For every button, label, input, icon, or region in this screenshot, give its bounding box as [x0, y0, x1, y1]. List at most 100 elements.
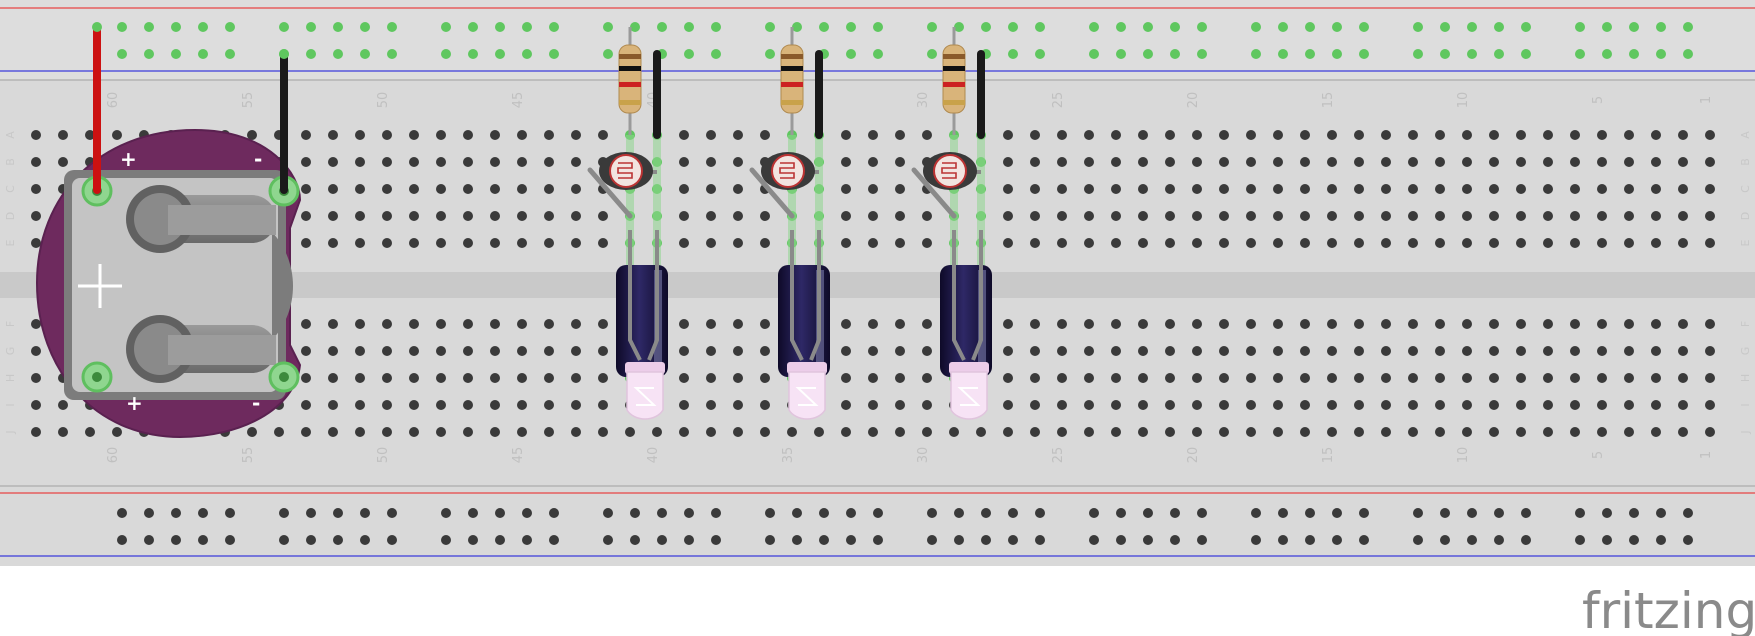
breadboard-hole[interactable]: [1327, 157, 1337, 167]
breadboard-hole[interactable]: [760, 346, 770, 356]
breadboard-hole[interactable]: [1111, 346, 1121, 356]
breadboard-hole[interactable]: [1678, 211, 1688, 221]
breadboard-hole[interactable]: [1138, 211, 1148, 221]
breadboard-hole[interactable]: [571, 373, 581, 383]
rail-hole[interactable]: [1602, 508, 1612, 518]
rail-hole[interactable]: [603, 22, 613, 32]
breadboard-hole[interactable]: [1030, 373, 1040, 383]
rail-hole[interactable]: [144, 49, 154, 59]
breadboard-hole[interactable]: [1246, 400, 1256, 410]
breadboard-hole[interactable]: [679, 238, 689, 248]
breadboard-hole[interactable]: [1030, 184, 1040, 194]
breadboard-hole[interactable]: [409, 211, 419, 221]
rail-hole[interactable]: [1332, 49, 1342, 59]
breadboard-hole[interactable]: [409, 157, 419, 167]
breadboard-hole[interactable]: [1057, 130, 1067, 140]
rail-hole[interactable]: [117, 49, 127, 59]
breadboard-hole[interactable]: [760, 373, 770, 383]
breadboard-hole[interactable]: [706, 346, 716, 356]
breadboard-hole[interactable]: [1381, 184, 1391, 194]
breadboard-hole[interactable]: [1408, 238, 1418, 248]
rail-hole[interactable]: [927, 508, 937, 518]
breadboard-hole[interactable]: [544, 184, 554, 194]
breadboard-hole[interactable]: [463, 130, 473, 140]
breadboard-hole[interactable]: [1030, 238, 1040, 248]
breadboard-hole[interactable]: [328, 157, 338, 167]
breadboard-hole[interactable]: [1516, 400, 1526, 410]
breadboard-hole[interactable]: [1300, 130, 1310, 140]
rail-hole[interactable]: [387, 508, 397, 518]
breadboard-hole[interactable]: [598, 130, 608, 140]
breadboard-hole[interactable]: [517, 157, 527, 167]
breadboard-hole[interactable]: [1246, 346, 1256, 356]
rail-hole[interactable]: [657, 535, 667, 545]
rail-hole[interactable]: [1467, 508, 1477, 518]
rail-hole[interactable]: [873, 508, 883, 518]
breadboard-hole[interactable]: [679, 427, 689, 437]
breadboard-hole[interactable]: [598, 373, 608, 383]
breadboard-hole[interactable]: [1219, 184, 1229, 194]
breadboard-hole[interactable]: [382, 319, 392, 329]
breadboard-hole[interactable]: [328, 319, 338, 329]
breadboard-hole[interactable]: [1381, 211, 1391, 221]
breadboard-hole[interactable]: [1084, 130, 1094, 140]
breadboard-hole[interactable]: [1057, 184, 1067, 194]
breadboard-hole[interactable]: [1705, 400, 1715, 410]
breadboard-hole[interactable]: [1624, 157, 1634, 167]
breadboard-hole[interactable]: [463, 211, 473, 221]
breadboard-hole[interactable]: [1462, 373, 1472, 383]
breadboard-hole[interactable]: [1273, 211, 1283, 221]
breadboard-hole[interactable]: [706, 373, 716, 383]
rail-hole[interactable]: [954, 508, 964, 518]
breadboard-hole[interactable]: [868, 427, 878, 437]
breadboard-hole[interactable]: [301, 211, 311, 221]
breadboard-hole[interactable]: [1003, 346, 1013, 356]
breadboard-hole[interactable]: [1138, 184, 1148, 194]
rail-hole[interactable]: [792, 22, 802, 32]
breadboard-hole[interactable]: [1462, 319, 1472, 329]
rail-hole[interactable]: [1278, 49, 1288, 59]
breadboard-hole[interactable]: [1516, 238, 1526, 248]
breadboard-hole[interactable]: [1273, 373, 1283, 383]
rail-hole[interactable]: [144, 508, 154, 518]
breadboard-hole[interactable]: [841, 427, 851, 437]
rail-hole[interactable]: [441, 535, 451, 545]
rail-hole[interactable]: [495, 535, 505, 545]
rail-hole[interactable]: [522, 22, 532, 32]
breadboard-hole[interactable]: [1273, 319, 1283, 329]
breadboard-hole[interactable]: [490, 211, 500, 221]
breadboard-hole[interactable]: [1165, 130, 1175, 140]
rail-hole[interactable]: [279, 22, 289, 32]
breadboard-hole[interactable]: [1489, 130, 1499, 140]
breadboard-hole[interactable]: [571, 346, 581, 356]
breadboard-hole[interactable]: [1570, 130, 1580, 140]
breadboard-hole[interactable]: [571, 157, 581, 167]
breadboard-hole[interactable]: [1084, 184, 1094, 194]
breadboard-hole[interactable]: [1543, 211, 1553, 221]
rail-hole[interactable]: [1170, 22, 1180, 32]
breadboard-hole[interactable]: [490, 130, 500, 140]
rail-hole[interactable]: [1467, 22, 1477, 32]
breadboard-hole[interactable]: [1651, 157, 1661, 167]
rail-hole[interactable]: [1278, 22, 1288, 32]
breadboard-hole[interactable]: [1516, 346, 1526, 356]
breadboard-hole[interactable]: [1570, 211, 1580, 221]
resistor[interactable]: [780, 44, 804, 114]
rail-hole[interactable]: [1575, 508, 1585, 518]
breadboard-hole[interactable]: [31, 400, 41, 410]
rail-hole[interactable]: [1197, 22, 1207, 32]
breadboard-hole[interactable]: [598, 238, 608, 248]
rail-hole[interactable]: [333, 22, 343, 32]
breadboard-hole[interactable]: [1543, 238, 1553, 248]
rail-hole[interactable]: [1494, 49, 1504, 59]
breadboard-hole[interactable]: [1408, 211, 1418, 221]
breadboard-hole[interactable]: [355, 319, 365, 329]
rail-hole[interactable]: [225, 22, 235, 32]
breadboard-hole[interactable]: [841, 238, 851, 248]
breadboard-hole[interactable]: [1624, 319, 1634, 329]
breadboard-hole[interactable]: [1516, 211, 1526, 221]
breadboard-hole[interactable]: [1003, 319, 1013, 329]
resistor[interactable]: [942, 44, 966, 114]
rail-hole[interactable]: [468, 49, 478, 59]
rail-hole[interactable]: [522, 49, 532, 59]
